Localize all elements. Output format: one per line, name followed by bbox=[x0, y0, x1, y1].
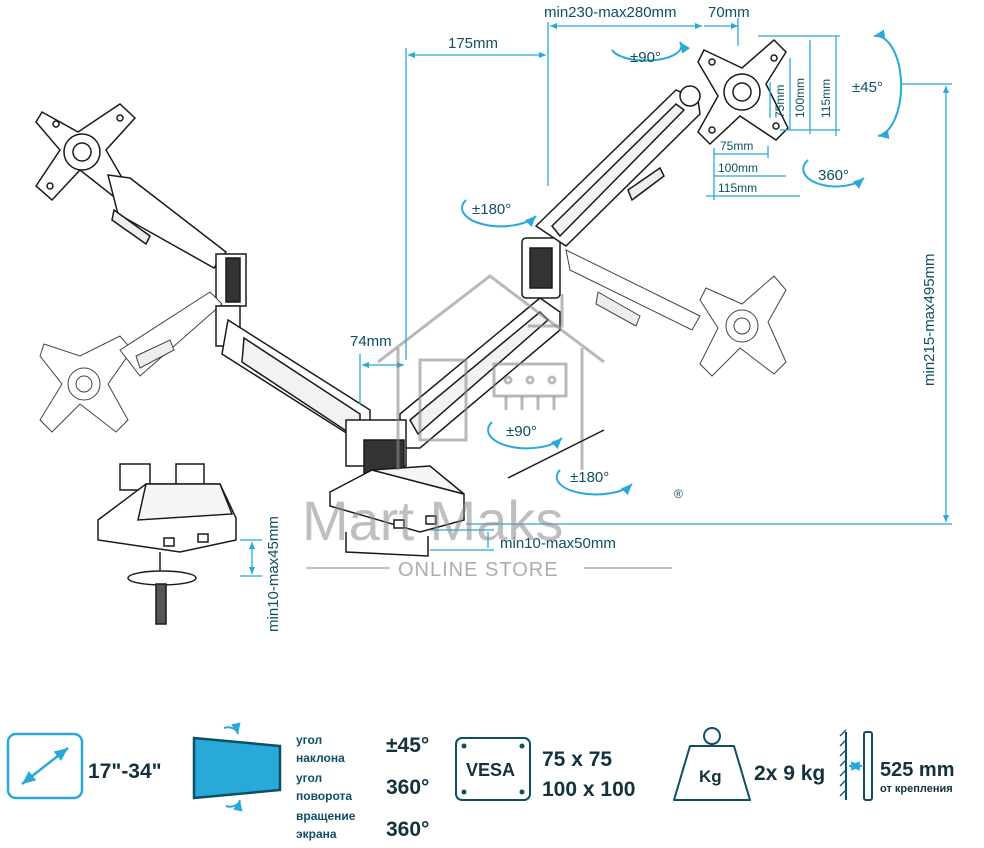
spec-tilt-label-2: наклона bbox=[296, 751, 345, 765]
spec-rotate-label-1: угол bbox=[296, 771, 322, 785]
watermark-house-logo bbox=[377, 274, 605, 470]
dim-clamp-thickness: min10-max45mm bbox=[265, 516, 282, 632]
watermark-registered: ® bbox=[674, 487, 683, 501]
dim-vesa-v75: 75mm bbox=[773, 85, 787, 118]
right-vesa-plate-upper bbox=[697, 38, 789, 146]
spec-screen-rot-label-2: экрана bbox=[296, 827, 337, 841]
spec-wall-distance: 525 mm bbox=[880, 759, 955, 781]
spec-vesa-1: 75 x 75 bbox=[542, 748, 612, 771]
dim-vesa-h115: 115mm bbox=[718, 181, 757, 195]
rot-rotate: 360° bbox=[818, 167, 849, 184]
screen-size-icon bbox=[6, 732, 84, 800]
rot-swivel-head: ±90° bbox=[630, 49, 661, 66]
rot-base-rotate: ±180° bbox=[570, 469, 609, 486]
spec-tilt-label-1: угол bbox=[296, 733, 322, 747]
wall-distance-icon bbox=[839, 729, 873, 801]
watermark-diagonal bbox=[507, 429, 605, 479]
left-upper-arm bbox=[106, 174, 247, 307]
dim-arm-length: min230-max280mm bbox=[544, 4, 677, 21]
dim-vesa-v115: 115mm bbox=[819, 79, 833, 118]
rotation-arcs bbox=[461, 29, 903, 496]
spec-wall-distance-label: от крепления bbox=[880, 783, 953, 795]
watermark-brand: Mart Maks bbox=[302, 489, 563, 552]
right-vesa-plate-lower bbox=[565, 249, 787, 377]
vesa-badge-label: VESA bbox=[466, 760, 515, 780]
left-vesa-plate-lower bbox=[39, 291, 223, 433]
spec-rotate-label-2: поворота bbox=[296, 789, 352, 803]
dim-vesa-v100: 100mm bbox=[793, 78, 807, 118]
spec-screen-rot-value: 360° bbox=[386, 818, 429, 841]
right-upper-arm bbox=[534, 85, 701, 247]
tilt-rotate-icon bbox=[192, 722, 282, 812]
spec-tilt-value: ±45° bbox=[386, 734, 429, 757]
weight-icon bbox=[673, 727, 751, 801]
dim-vesa-h75: 75mm bbox=[720, 139, 753, 153]
dim-pole-offset: 74mm bbox=[350, 333, 392, 350]
spec-weight: 2x 9 kg bbox=[754, 762, 825, 785]
rot-arm-joint: ±180° bbox=[472, 201, 511, 218]
left-clamp bbox=[97, 463, 237, 625]
spec-screen-rot-label-1: вращение bbox=[296, 809, 356, 823]
center-pole-base bbox=[329, 419, 465, 557]
right-main-arm bbox=[399, 237, 561, 449]
spec-vesa-2: 100 x 100 bbox=[542, 778, 635, 801]
weight-badge-label: Kg bbox=[699, 767, 722, 786]
watermark-subtitle: ONLINE STORE bbox=[398, 559, 559, 581]
spec-rotate-value: 360° bbox=[386, 776, 429, 799]
dim-arm-reach: 175mm bbox=[448, 35, 498, 52]
left-main-arm bbox=[215, 305, 371, 450]
dim-vesa-h100: 100mm bbox=[718, 161, 758, 175]
dim-height-range: min215-max495mm bbox=[921, 253, 938, 386]
dim-grommet-thickness: min10-max50mm bbox=[500, 535, 616, 552]
rot-base-swivel: ±90° bbox=[506, 423, 537, 440]
dimension-lines bbox=[240, 18, 952, 577]
dim-head-offset: 70mm bbox=[708, 4, 750, 21]
vesa-badge bbox=[455, 737, 531, 801]
rot-tilt: ±45° bbox=[852, 79, 883, 96]
spec-screen-size: 17"-34" bbox=[88, 760, 162, 783]
